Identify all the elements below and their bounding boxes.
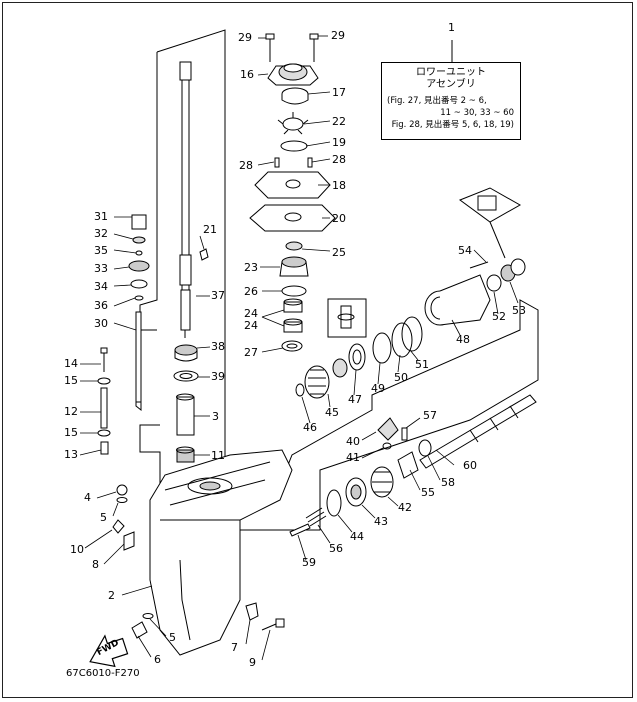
callout-number-21: 21 <box>203 223 217 236</box>
callout-number-30: 30 <box>94 317 108 330</box>
assembly-note-line3: Fig. 28, 見出番号 5, 6, 18, 19) <box>391 120 514 130</box>
callout-number-28: 28 <box>332 153 346 166</box>
callout-number-31: 31 <box>94 210 108 223</box>
callout-number-33: 33 <box>94 262 108 275</box>
callout-number-42: 42 <box>398 501 412 514</box>
gasket-part <box>249 204 336 232</box>
callout-number-55: 55 <box>421 486 435 499</box>
callout-number-16: 16 <box>240 68 254 81</box>
callout-number-15: 15 <box>64 426 78 439</box>
callout-number-20: 20 <box>332 212 346 225</box>
callout-number-58: 58 <box>441 476 455 489</box>
callout-number-11: 11 <box>211 449 225 462</box>
fwd-arrow-icon <box>89 634 129 668</box>
assembly-reference-box: ロワーユニット アセンブリ (Fig. 27, 見出番号 2 ~ 6, 11 ~… <box>381 62 521 140</box>
assembly-note-line2: 11 ~ 30, 33 ~ 60 <box>440 108 514 118</box>
callout-number-45: 45 <box>325 406 339 419</box>
callout-number-5: 5 <box>100 511 107 524</box>
callout-number-13: 13 <box>64 448 78 461</box>
assembly-title-line1: ロワーユニット <box>416 67 486 78</box>
callout-number-41: 41 <box>346 451 360 464</box>
callout-number-34: 34 <box>94 280 108 293</box>
callout-number-8: 8 <box>92 558 99 571</box>
callout-number-43: 43 <box>374 515 388 528</box>
callout-number-54: 54 <box>458 244 472 257</box>
callout-number-60: 60 <box>463 459 477 472</box>
assembly-number: 1 <box>448 21 455 34</box>
propeller-shaft-housing-part <box>424 274 491 326</box>
drawing-code: 67C6010-F270 <box>66 668 140 679</box>
callout-number-35: 35 <box>94 244 108 257</box>
callout-number-50: 50 <box>394 371 408 384</box>
callout-number-23: 23 <box>244 261 258 274</box>
callout-number-7: 7 <box>231 641 238 654</box>
assembly-title-line2: アセンブリ <box>426 79 476 90</box>
callout-number-14: 14 <box>64 357 78 370</box>
callout-number-9: 9 <box>249 656 256 669</box>
callout-number-48: 48 <box>456 333 470 346</box>
callout-number-39: 39 <box>211 370 225 383</box>
callout-number-36: 36 <box>94 299 108 312</box>
callout-number-17: 17 <box>332 86 346 99</box>
callout-number-4: 4 <box>84 491 91 504</box>
water-pump-housing-part <box>267 63 319 86</box>
callout-number-2: 2 <box>108 589 115 602</box>
callout-number-49: 49 <box>371 382 385 395</box>
assembly-note-line1: (Fig. 27, 見出番号 2 ~ 6, <box>387 96 487 106</box>
callout-number-27: 27 <box>244 346 258 359</box>
callout-number-44: 44 <box>350 530 364 543</box>
callout-number-22: 22 <box>332 115 346 128</box>
callout-number-46: 46 <box>303 421 317 434</box>
callout-number-32: 32 <box>94 227 108 240</box>
callout-number-40: 40 <box>346 435 360 448</box>
callout-number-5: 5 <box>169 631 176 644</box>
callout-number-18: 18 <box>332 179 346 192</box>
callout-number-6: 6 <box>154 653 161 666</box>
callout-number-53: 53 <box>512 304 526 317</box>
callout-number-10: 10 <box>70 543 84 556</box>
callout-number-24: 24 <box>244 319 258 332</box>
callout-number-3: 3 <box>212 410 219 423</box>
callout-number-37: 37 <box>211 289 225 302</box>
callout-number-12: 12 <box>64 405 78 418</box>
callout-number-28: 28 <box>239 159 253 172</box>
callout-number-29: 29 <box>238 31 252 44</box>
callout-number-24: 24 <box>244 307 258 320</box>
callout-number-56: 56 <box>329 542 343 555</box>
callout-number-26: 26 <box>244 285 258 298</box>
propeller-shaft <box>419 394 537 469</box>
callout-number-38: 38 <box>211 340 225 353</box>
callout-number-59: 59 <box>302 556 316 569</box>
impeller-part <box>277 112 309 135</box>
callout-number-57: 57 <box>423 409 437 422</box>
callout-number-25: 25 <box>332 246 346 259</box>
driveshaft-group-outline <box>139 52 158 331</box>
callout-number-47: 47 <box>348 393 362 406</box>
callout-number-19: 19 <box>332 136 346 149</box>
callout-number-15: 15 <box>64 374 78 387</box>
callout-number-52: 52 <box>492 310 506 323</box>
callout-leaders <box>79 35 519 661</box>
callout-number-51: 51 <box>415 358 429 371</box>
callout-number-29: 29 <box>331 29 345 42</box>
fwd-text: FWD <box>95 638 120 658</box>
